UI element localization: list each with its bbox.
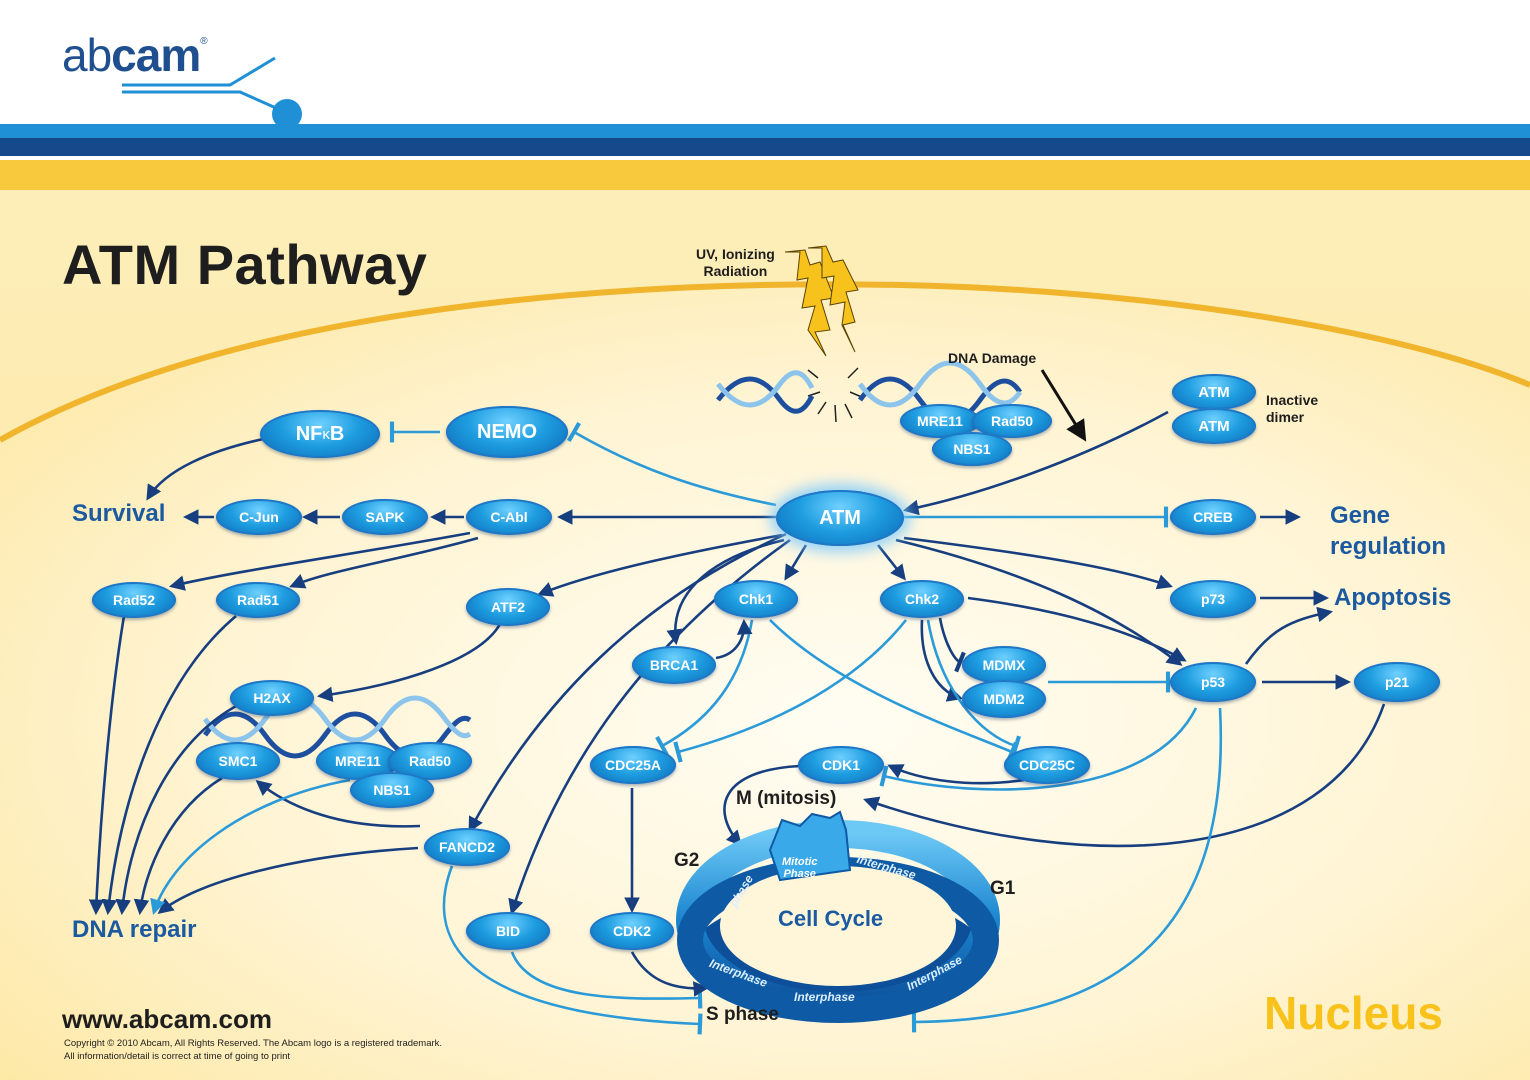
logo-text-bold: cam [111,29,201,81]
gene-regulation-line-2: regulation [1330,533,1447,560]
radiation-label-line-2: Radiation [703,263,768,279]
node-nbs1-bottom[interactable]: NBS1 [350,772,434,808]
m-phase-label: M (mitosis) [736,788,837,809]
nfkb-prefix: NF [295,422,323,445]
node-mdmx[interactable]: MDMX [962,646,1046,684]
node-cdc25a[interactable]: CDC25A [590,746,676,784]
outcome-dna-repair: DNA repair [72,916,197,943]
node-p21[interactable]: p21 [1354,662,1440,702]
ring-label-interphase-3: Interphase [794,990,855,1004]
g2-label: G2 [674,850,700,871]
node-cdk1[interactable]: CDK1 [798,746,884,784]
inactive-dimer-line-1: Inactive [1266,392,1319,408]
gene-regulation-line-1: Gene [1330,502,1391,529]
radiation-label-line-1: UV, Ionizing [696,246,775,262]
node-atm[interactable]: ATM [776,490,904,546]
mitotic-phase-line-1: Mitotic [782,856,818,868]
cell-cycle-ring [676,810,1000,1023]
footer-url[interactable]: www.abcam.com [62,1004,272,1034]
node-rad51[interactable]: Rad51 [216,582,300,618]
radiation-label: UV, Ionizing Radiation [696,246,775,280]
node-brca1[interactable]: BRCA1 [632,646,716,684]
mitotic-phase-line-2: Phase [783,868,816,880]
node-cdk2[interactable]: CDK2 [590,912,674,950]
node-rad52[interactable]: Rad52 [92,582,176,618]
nfkb-kappa: κ [322,425,330,443]
page-title: ATM Pathway [62,233,428,296]
node-p53[interactable]: p53 [1170,662,1256,702]
dna-damage-label: DNA Damage [948,350,1037,366]
outcome-survival: Survival [72,500,166,527]
node-nemo[interactable]: NEMO [446,406,568,458]
inactive-dimer-label: Inactive dimer [1266,392,1318,426]
node-fancd2[interactable]: FANCD2 [424,828,510,866]
node-atm-dimer-bottom[interactable]: ATM [1172,408,1256,444]
node-atm-dimer-top[interactable]: ATM [1172,374,1256,410]
node-cdc25c[interactable]: CDC25C [1004,746,1090,784]
mitotic-phase-label: Mitotic Phase [782,856,817,880]
cell-cycle-title: Cell Cycle [778,906,884,931]
node-nbs1-top[interactable]: NBS1 [932,432,1012,466]
outcome-apoptosis: Apoptosis [1334,584,1452,611]
node-mdm2[interactable]: MDM2 [962,680,1046,718]
logo-registered-mark: ® [200,36,207,47]
node-chk2[interactable]: Chk2 [880,580,964,618]
outcome-gene-regulation: Gene regulation [1330,500,1446,562]
node-atf2[interactable]: ATF2 [466,588,550,626]
abcam-logo[interactable]: abcam® [62,28,208,82]
node-sapk[interactable]: SAPK [342,499,428,535]
node-chk1[interactable]: Chk1 [714,580,798,618]
g1-label: G1 [990,878,1016,899]
s-phase-label: S phase [706,1004,779,1025]
node-bid[interactable]: BID [466,912,550,950]
nfkb-suffix: B [329,422,345,445]
footer-disclaimer: All information/detail is correct at tim… [64,1051,290,1062]
node-h2ax[interactable]: H2AX [230,680,314,716]
node-p73[interactable]: p73 [1170,580,1256,618]
dna-helix-bottom [202,695,472,759]
footer-copyright: Copyright © 2010 Abcam, All Rights Reser… [64,1038,443,1049]
logo-text-light: ab [62,29,112,81]
node-c-jun[interactable]: C-Jun [216,499,302,535]
node-c-abl[interactable]: C-Abl [466,499,552,535]
node-creb[interactable]: CREB [1170,499,1256,535]
inactive-dimer-line-2: dimer [1266,409,1305,425]
node-smc1[interactable]: SMC1 [196,742,280,780]
nucleus-label: Nucleus [1264,987,1443,1039]
